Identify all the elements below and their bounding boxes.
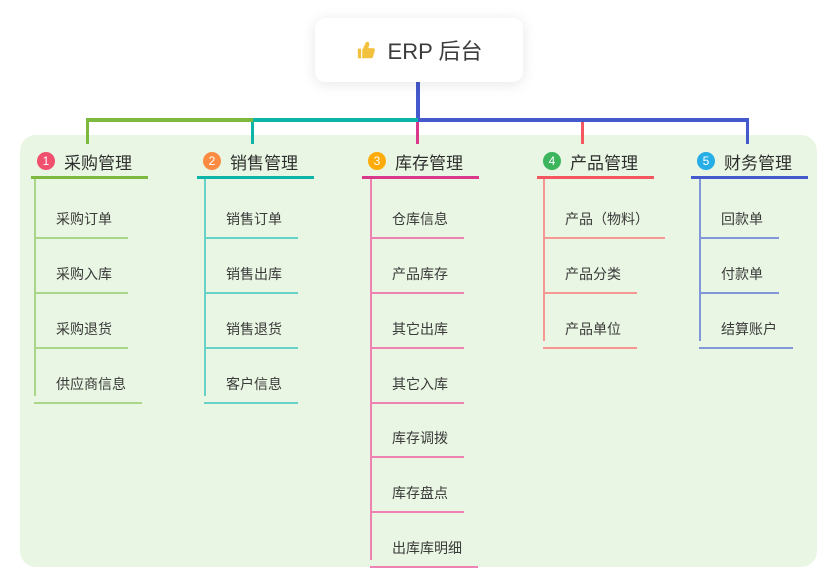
- branch1-label: 采购管理: [64, 153, 132, 173]
- node-label: 产品库存: [392, 266, 448, 282]
- node-label: 采购订单: [56, 211, 112, 227]
- node-label: 产品分类: [565, 266, 621, 282]
- node-kucun-pandian[interactable]: 库存盘点: [370, 477, 464, 513]
- bus-line-green: [86, 118, 253, 122]
- node-label: 其它出库: [392, 321, 448, 337]
- node-gongyingshang-xinxi[interactable]: 供应商信息: [34, 368, 142, 404]
- branch3-child-rail: [370, 179, 372, 560]
- branch2-child-rail: [204, 179, 206, 396]
- node-chanpin-danwei[interactable]: 产品单位: [543, 313, 637, 349]
- branch-header-xiaoshou[interactable]: 2 销售管理: [197, 146, 314, 179]
- node-label: 销售出库: [226, 266, 282, 282]
- node-label: 回款单: [721, 211, 763, 227]
- branch2-number-badge: 2: [203, 152, 221, 170]
- node-chanpin-wuliao[interactable]: 产品（物料）: [543, 203, 665, 239]
- mindmap-panel: [20, 135, 817, 567]
- branch1-number-badge: 1: [37, 152, 55, 170]
- branch5-number-badge: 5: [697, 152, 715, 170]
- branch3-number-badge: 3: [368, 152, 386, 170]
- node-cangku-xinxi[interactable]: 仓库信息: [370, 203, 464, 239]
- node-label: 库存盘点: [392, 485, 448, 501]
- node-caigou-tuihuo[interactable]: 采购退货: [34, 313, 128, 349]
- root-label: ERP 后台: [387, 39, 483, 64]
- node-label: 产品单位: [565, 321, 621, 337]
- branch3-drop-line: [416, 122, 419, 144]
- node-label: 仓库信息: [392, 211, 448, 227]
- node-label: 出库库明细: [392, 540, 462, 556]
- node-caigou-dingdan[interactable]: 采购订单: [34, 203, 128, 239]
- node-kucun-diaobo[interactable]: 库存调拨: [370, 422, 464, 458]
- branch1-child-rail: [34, 179, 36, 396]
- branch2-drop-line: [251, 122, 254, 144]
- branch4-number-badge: 4: [543, 152, 561, 170]
- bus-line-teal: [253, 118, 418, 122]
- node-qita-ruku[interactable]: 其它入库: [370, 368, 464, 404]
- node-xiaoshou-tuihuo[interactable]: 销售退货: [204, 313, 298, 349]
- branch2-label: 销售管理: [230, 153, 298, 173]
- node-label: 结算账户: [721, 321, 777, 337]
- node-label: 其它入库: [392, 376, 448, 392]
- branch5-drop-line: [746, 122, 749, 144]
- node-label: 销售退货: [226, 321, 282, 337]
- branch3-label: 库存管理: [395, 153, 463, 173]
- node-label: 销售订单: [226, 211, 282, 227]
- thumbs-up-icon: [356, 39, 378, 61]
- node-chuku-mingxi[interactable]: 出库库明细: [370, 532, 478, 568]
- node-label: 供应商信息: [56, 376, 126, 392]
- node-label: 产品（物料）: [565, 211, 649, 227]
- branch4-child-rail: [543, 179, 545, 341]
- branch4-label: 产品管理: [570, 153, 638, 173]
- branch-header-kucun[interactable]: 3 库存管理: [362, 146, 479, 179]
- node-jiesuan-zhanghu[interactable]: 结算账户: [699, 313, 793, 349]
- bus-line-blue: [418, 118, 749, 122]
- root-node[interactable]: ERP 后台: [315, 18, 523, 82]
- branch-header-caiwu[interactable]: 5 财务管理: [691, 146, 808, 179]
- node-kehu-xinxi[interactable]: 客户信息: [204, 368, 298, 404]
- node-label: 采购退货: [56, 321, 112, 337]
- node-label: 付款单: [721, 266, 763, 282]
- branch5-label: 财务管理: [724, 153, 792, 173]
- node-xiaoshou-chuku[interactable]: 销售出库: [204, 258, 298, 294]
- node-fukuandan[interactable]: 付款单: [699, 258, 779, 294]
- branch1-drop-line: [86, 122, 89, 144]
- node-label: 采购入库: [56, 266, 112, 282]
- node-huikuandan[interactable]: 回款单: [699, 203, 779, 239]
- node-chanpin-kucun[interactable]: 产品库存: [370, 258, 464, 294]
- node-label: 客户信息: [226, 376, 282, 392]
- branch-header-chanpin[interactable]: 4 产品管理: [537, 146, 654, 179]
- root-connector-line: [416, 82, 420, 120]
- node-qita-chuku[interactable]: 其它出库: [370, 313, 464, 349]
- branch5-child-rail: [699, 179, 701, 341]
- node-xiaoshou-dingdan[interactable]: 销售订单: [204, 203, 298, 239]
- branch4-drop-line: [581, 122, 584, 144]
- node-caigou-ruku[interactable]: 采购入库: [34, 258, 128, 294]
- node-chanpin-fenlei[interactable]: 产品分类: [543, 258, 637, 294]
- node-label: 库存调拨: [392, 430, 448, 446]
- branch-header-caigou[interactable]: 1 采购管理: [31, 146, 148, 179]
